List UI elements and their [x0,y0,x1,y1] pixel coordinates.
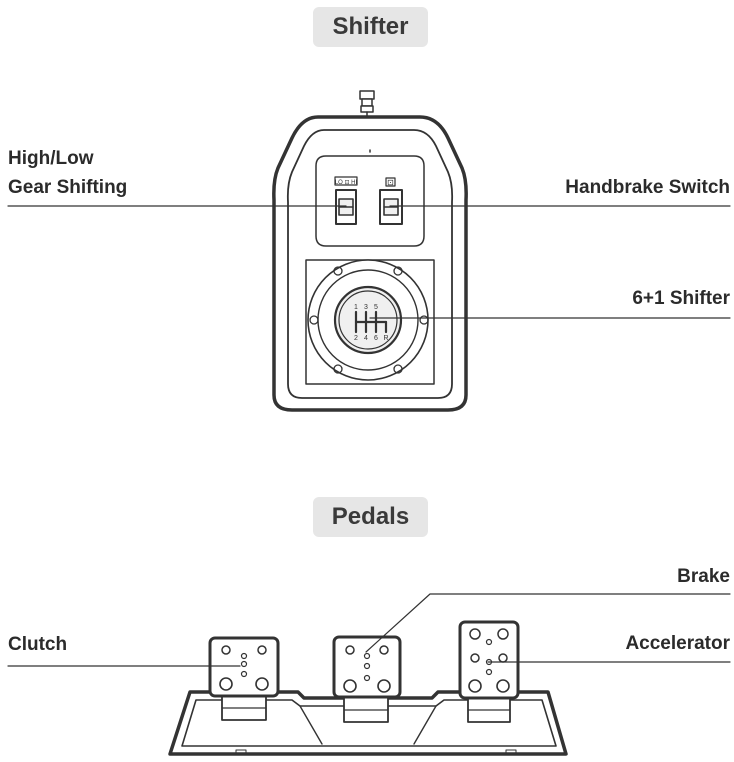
brake-label: Brake [677,566,730,587]
high-low-label-line2: Gear Shifting [8,177,128,198]
lo-hi-mark: LO ⊡ HI [335,180,358,186]
gear-6: 6 [374,335,378,342]
gear-pattern-icon [354,310,388,334]
hb-mark: ⊡ [387,178,394,187]
handbrake-switch [379,177,403,225]
gear-3: 3 [364,304,368,311]
clutch-label: Clutch [8,634,68,655]
shifter-gate [307,259,429,381]
shifter-title: Shifter [313,7,428,47]
pedal-callouts [7,593,731,667]
handbrake-label: Handbrake Switch [565,177,730,198]
accelerator-label: Accelerator [625,633,730,654]
high-low-label-line1: High/Low [8,148,94,169]
gear-5: 5 [374,304,378,311]
gear-2: 2 [354,335,358,342]
shifter-callouts [7,205,731,319]
high-low-switch [334,176,358,225]
brake-pedal [332,635,402,723]
gear-r: R [383,335,388,342]
cable-connector [359,90,375,120]
gear-4: 4 [364,335,368,342]
clutch-pedal [208,636,280,721]
pedal-base [168,690,568,756]
gear-1: 1 [354,304,358,311]
accelerator-pedal [458,620,520,723]
shifter-label: 6+1 Shifter [632,288,730,309]
pedals-title: Pedals [313,497,428,537]
gate-screws [309,266,429,374]
shifter-unit [272,90,468,412]
